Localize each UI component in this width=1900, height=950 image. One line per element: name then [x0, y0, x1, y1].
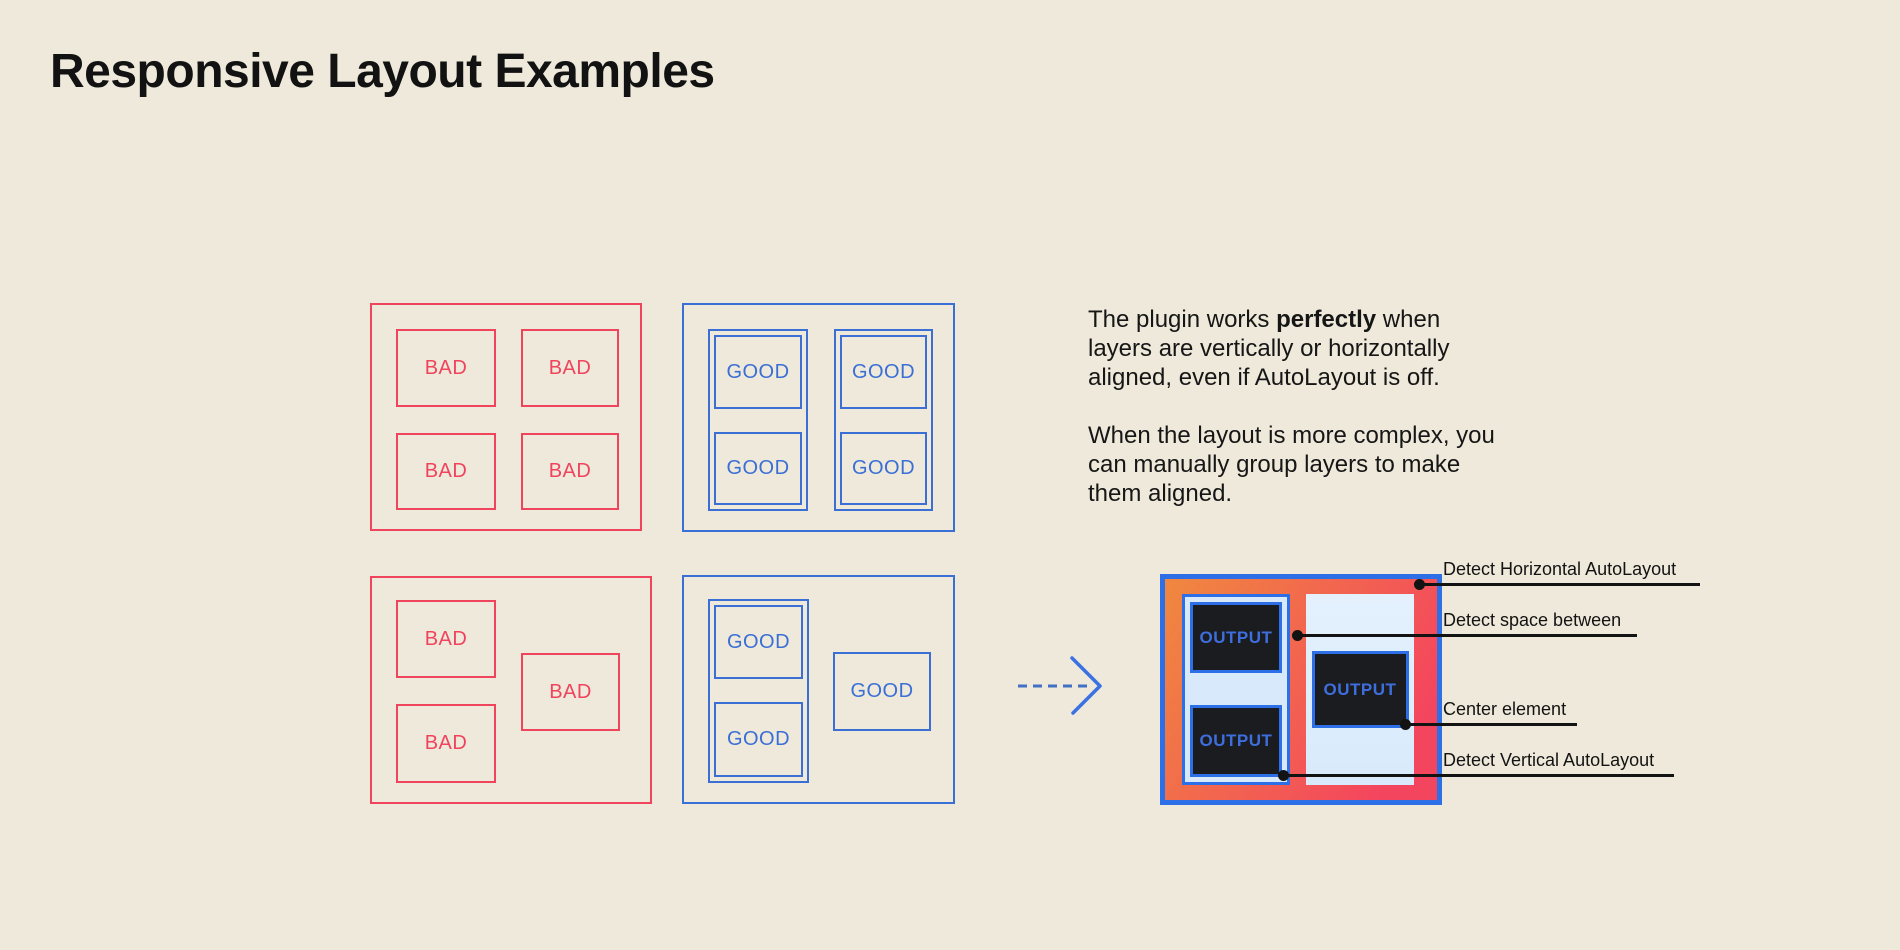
good-box: GOOD [714, 432, 802, 505]
output-box: OUTPUT [1190, 705, 1282, 777]
bad-box: BAD [521, 329, 619, 407]
good-box: GOOD [833, 652, 931, 731]
output-center-panel: OUTPUT [1306, 594, 1414, 785]
description-paragraph-2: When the layout is more complex, you can… [1088, 422, 1495, 507]
bad-box: BAD [396, 329, 496, 407]
bad-box: BAD [396, 433, 496, 510]
callout-label-horizontal-autolayout: Detect Horizontal AutoLayout [1443, 559, 1677, 579]
bad-box: BAD [521, 433, 619, 510]
callout-label-center-element: Center element [1443, 699, 1567, 719]
output-frame: OUTPUT OUTPUT OUTPUT [1160, 574, 1442, 805]
group-bad-aligned: BAD BAD BAD BAD [370, 303, 642, 531]
bad-box: BAD [396, 600, 496, 678]
callout-line [1405, 723, 1577, 726]
group-good-complex: GOOD GOOD GOOD [682, 575, 955, 804]
callout-label-vertical-autolayout: Detect Vertical AutoLayout [1443, 750, 1655, 770]
good-box: GOOD [714, 335, 802, 409]
good-box: GOOD [714, 702, 803, 777]
callout-line [1283, 774, 1674, 777]
output-box: OUTPUT [1190, 602, 1282, 673]
output-vertical-group: OUTPUT OUTPUT [1182, 594, 1290, 785]
callout-line [1297, 634, 1637, 637]
bad-box: BAD [396, 704, 496, 783]
description-p1-after: when layers are vertically or horizontal… [1088, 306, 1450, 391]
callout-line [1419, 583, 1700, 586]
group-wrapper: GOOD GOOD [708, 329, 808, 511]
description-text: The plugin works perfectly when layers a… [1088, 305, 1568, 537]
description-p1-bold: perfectly [1276, 306, 1377, 333]
group-wrapper: GOOD GOOD [834, 329, 933, 511]
good-box: GOOD [840, 432, 927, 505]
group-wrapper: GOOD GOOD [708, 599, 809, 783]
description-p1-before: The plugin works [1088, 306, 1277, 333]
bad-box: BAD [521, 653, 620, 731]
output-box: OUTPUT [1311, 651, 1409, 728]
callout-label-space-between: Detect space between [1443, 610, 1622, 630]
group-bad-complex: BAD BAD BAD [370, 576, 652, 804]
good-box: GOOD [714, 605, 803, 679]
group-good-aligned: GOOD GOOD GOOD GOOD [682, 303, 955, 532]
description-paragraph-1: The plugin works perfectly when layers a… [1088, 305, 1568, 392]
page-title: Responsive Layout Examples [50, 45, 715, 98]
good-box: GOOD [840, 335, 927, 409]
arrow-right-icon [1018, 656, 1102, 715]
